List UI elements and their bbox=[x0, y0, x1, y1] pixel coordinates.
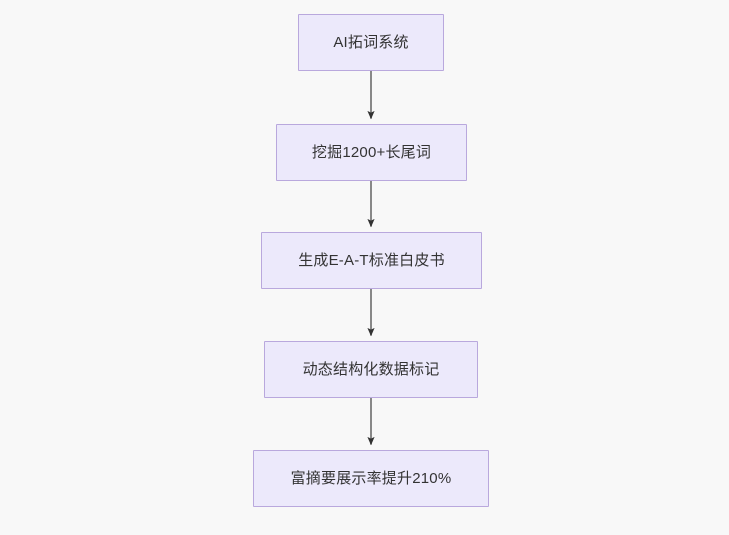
flowchart-node-generate-eat-whitepaper[interactable]: 生成E-A-T标准白皮书 bbox=[261, 232, 482, 289]
flowchart-node-ai-keyword-system[interactable]: AI拓词系统 bbox=[298, 14, 444, 71]
flowchart-node-dynamic-structured-data-markup[interactable]: 动态结构化数据标记 bbox=[264, 341, 478, 398]
flowchart-node-mine-longtail-keywords[interactable]: 挖掘1200+长尾词 bbox=[276, 124, 467, 181]
node-label: 挖掘1200+长尾词 bbox=[311, 143, 432, 161]
node-label: 生成E-A-T标准白皮书 bbox=[298, 251, 445, 269]
node-label: 动态结构化数据标记 bbox=[302, 360, 440, 378]
node-label: 富摘要展示率提升210% bbox=[290, 469, 452, 487]
node-label: AI拓词系统 bbox=[333, 33, 409, 51]
flowchart-node-rich-snippet-rate-increase[interactable]: 富摘要展示率提升210% bbox=[253, 450, 489, 507]
